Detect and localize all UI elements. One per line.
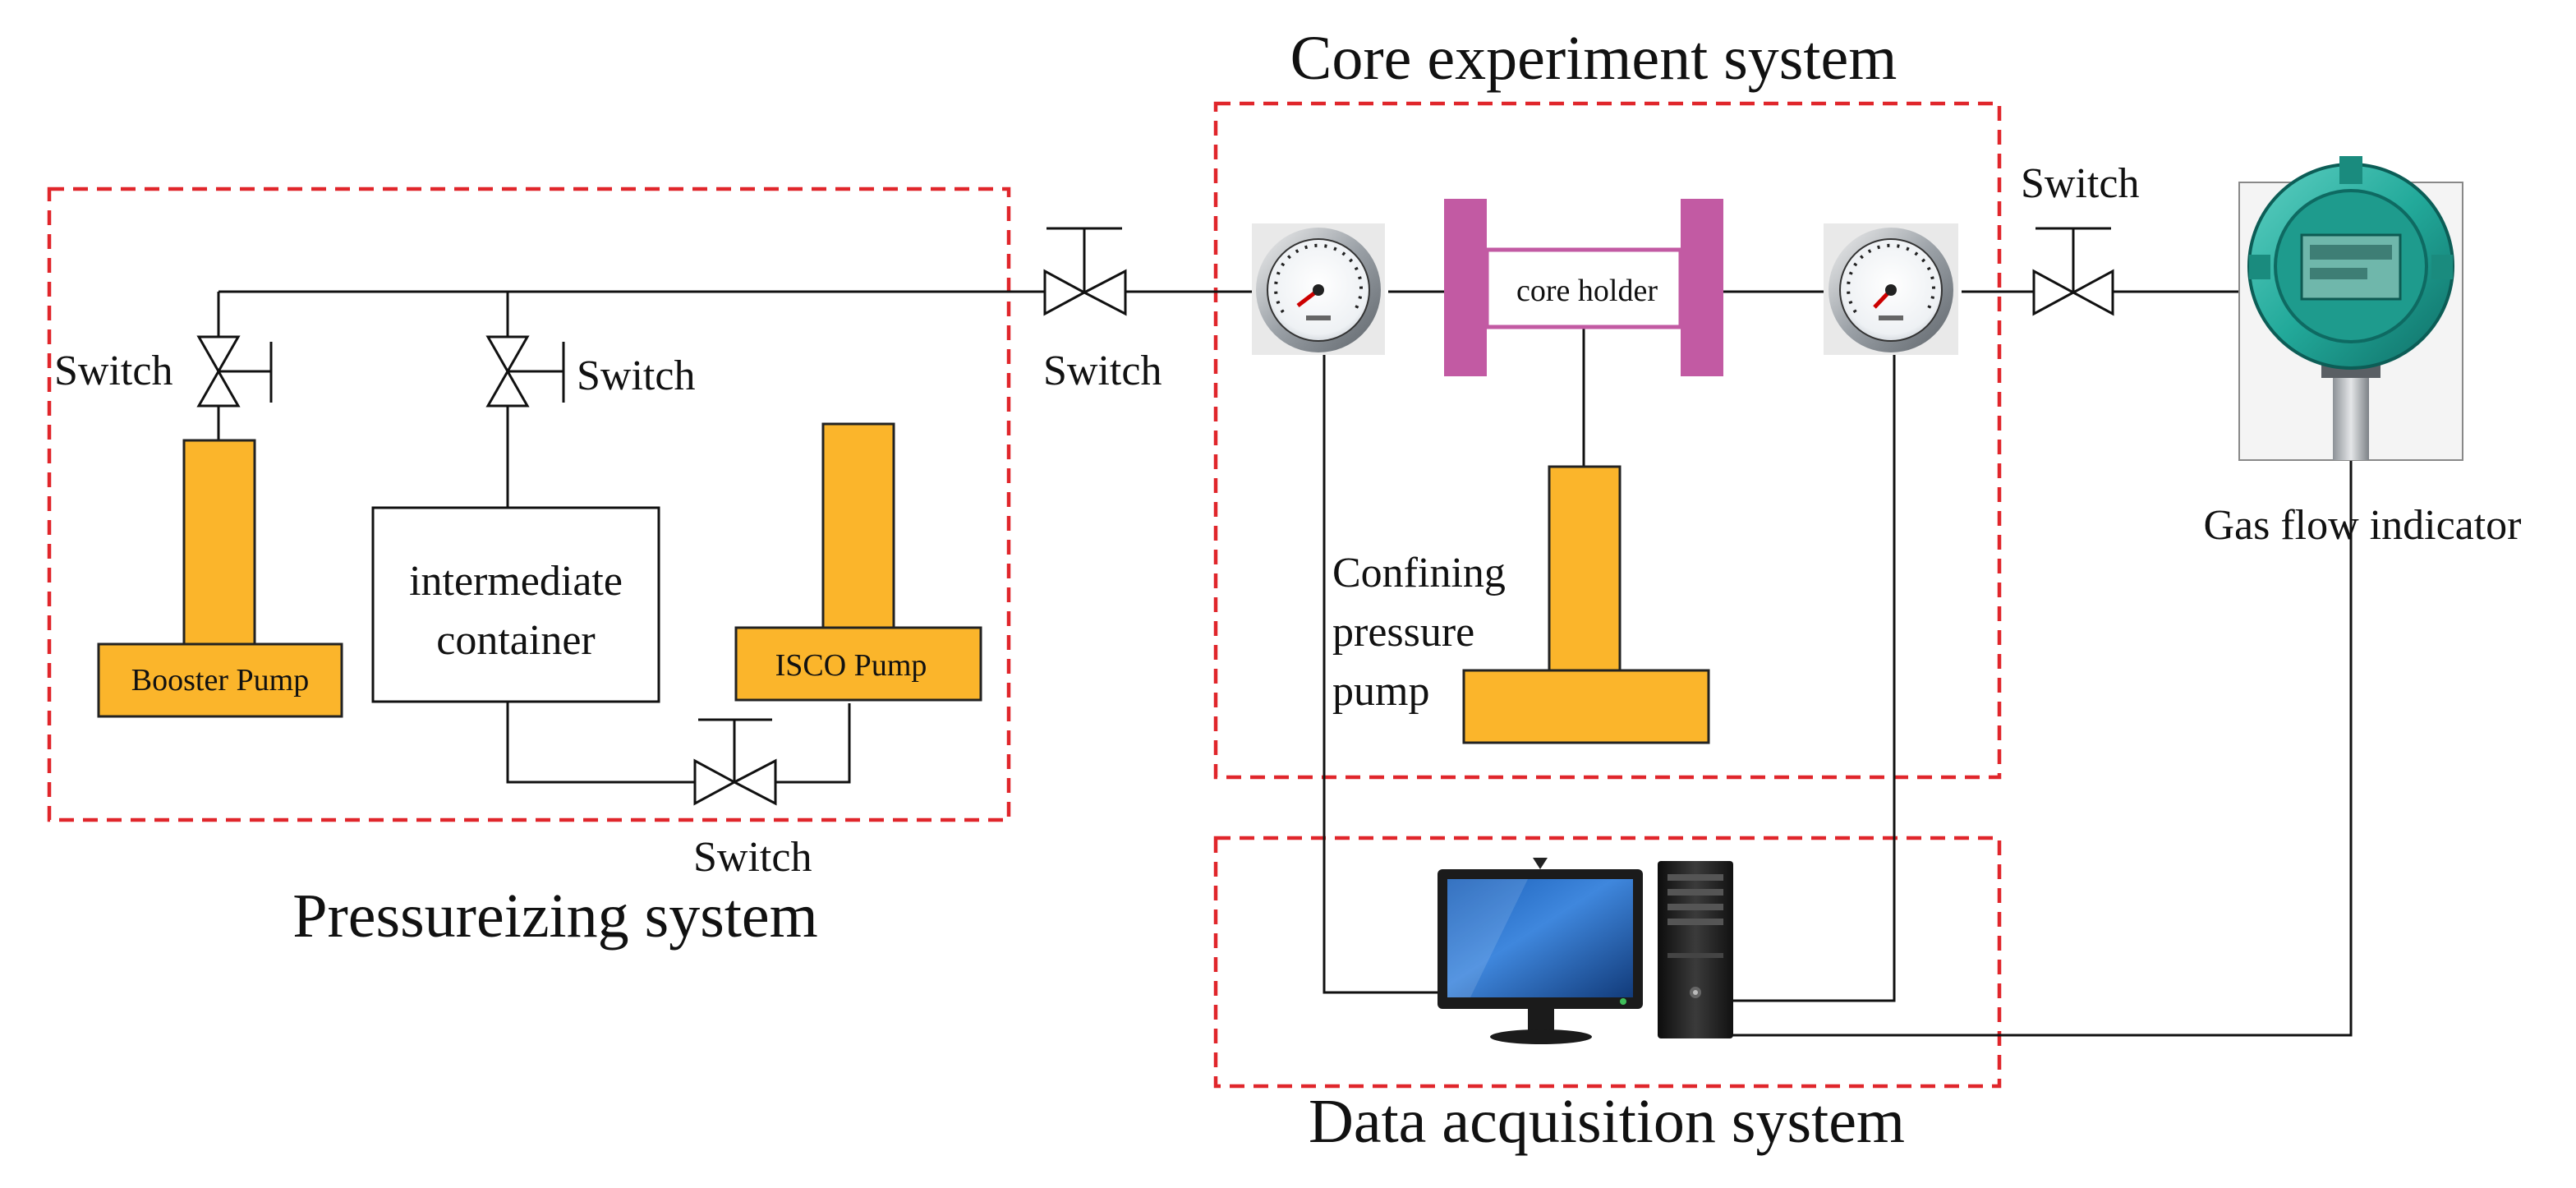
core-holder[interactable]: core holder xyxy=(1444,199,1723,376)
confining-pressure-pump[interactable] xyxy=(1462,465,1710,744)
valve-icon[interactable] xyxy=(485,335,565,408)
valve-icon[interactable] xyxy=(196,335,273,408)
data-acquisition-box xyxy=(1213,836,2002,1089)
intermediate-container[interactable]: intermediate container xyxy=(371,506,660,703)
switch-label: Switch xyxy=(577,352,695,399)
booster-pump-label: Booster Pump xyxy=(131,663,309,698)
core-holder-label: core holder xyxy=(1516,274,1658,308)
switch-label: Switch xyxy=(54,348,172,394)
intermediate-container-label: intermediate xyxy=(409,558,623,605)
confining-pump-label: pressure xyxy=(1332,609,1474,656)
gas-flow-meter-icon xyxy=(2238,156,2463,461)
computer-monitor-icon xyxy=(1438,858,1643,1044)
booster-pump[interactable]: Booster Pump xyxy=(97,439,343,718)
valve-icon[interactable] xyxy=(693,718,777,806)
pressure-gauge-icon xyxy=(1252,223,1385,355)
switch-label: Switch xyxy=(1043,348,1162,394)
switch-label: Switch xyxy=(693,834,812,881)
isco-pump[interactable]: ISCO Pump xyxy=(734,422,982,702)
core-system-title: Core experiment system xyxy=(1290,24,1898,93)
valve-icon[interactable] xyxy=(1043,227,1127,316)
pressure-gauge-icon xyxy=(1824,223,1958,355)
core-system-box xyxy=(1213,101,2002,780)
valve-icon[interactable] xyxy=(2032,227,2114,316)
pressurizing-system-box xyxy=(47,186,1011,822)
pressurizing-system-title: Pressureizing system xyxy=(292,882,818,951)
isco-pump-label: ISCO Pump xyxy=(775,648,927,683)
gas-flow-indicator-label: Gas flow indicator xyxy=(2203,502,2521,549)
confining-pump-label: Confining xyxy=(1332,550,1506,596)
data-acquisition-title: Data acquisition system xyxy=(1309,1087,1905,1156)
confining-pump-label: pump xyxy=(1332,668,1429,715)
switch-label: Switch xyxy=(2021,160,2139,207)
intermediate-container-label: container xyxy=(436,617,595,664)
computer-tower-icon xyxy=(1658,861,1733,1038)
